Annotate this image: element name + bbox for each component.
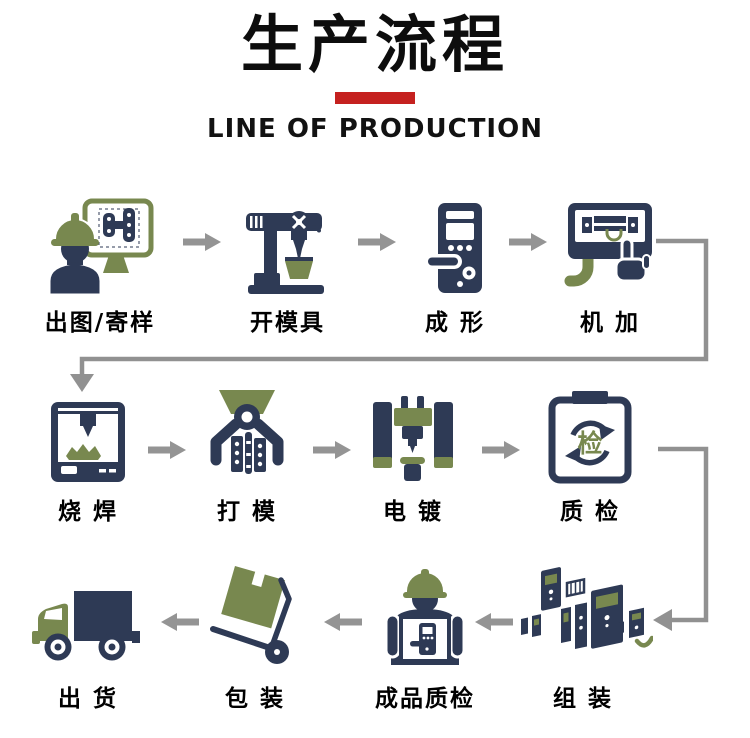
flow-arrow-right-icon xyxy=(358,232,396,252)
final-inspection-worker-icon xyxy=(377,565,473,665)
step-assembly: 组 装 xyxy=(512,565,654,713)
lock-body-icon xyxy=(426,195,484,295)
connector-row2-to-row3 xyxy=(658,446,709,623)
connector-arrowhead-left-icon xyxy=(653,609,672,631)
step-label: 成品质检 xyxy=(375,686,475,712)
flow-arrow-right-icon xyxy=(509,232,547,252)
mold-machine-icon xyxy=(244,195,332,295)
inspection-clipboard-icon: 检 xyxy=(547,391,633,484)
electroplating-tank-icon xyxy=(371,392,455,484)
step-electroplating: 电 镀 xyxy=(346,392,480,526)
step-label: 出 货 xyxy=(57,686,118,712)
step-shipping: 出 货 xyxy=(20,565,156,713)
step-drawing-sample: 出图/寄样 xyxy=(25,195,175,337)
connector-arrowhead-down-icon xyxy=(70,374,94,392)
step-label: 打 模 xyxy=(216,499,277,525)
step-label: 电 镀 xyxy=(382,499,443,525)
flow-arrow-right-icon xyxy=(313,440,351,460)
step-label: 包 装 xyxy=(224,686,285,712)
step-label: 质 检 xyxy=(559,499,620,525)
machining-panel-icon xyxy=(560,195,660,295)
step-label: 组 装 xyxy=(552,686,613,712)
step-quality-inspection: 检 质 检 xyxy=(523,391,657,526)
step-label: 开模具 xyxy=(250,310,325,336)
step-packing: 包 装 xyxy=(188,565,322,713)
step-label: 成 形 xyxy=(424,310,485,336)
title-divider xyxy=(335,92,415,104)
assembly-exploded-lock-icon xyxy=(513,565,653,665)
flow-arrow-left-icon xyxy=(161,612,199,632)
delivery-truck-icon xyxy=(32,565,144,665)
flow-arrow-right-icon xyxy=(148,440,186,460)
inspection-badge-char: 检 xyxy=(577,429,602,458)
step-label: 机 加 xyxy=(579,310,640,336)
packing-trolley-icon xyxy=(203,565,307,665)
step-finished-inspection: 成品质检 xyxy=(355,565,495,713)
step-welding: 烧 焊 xyxy=(20,392,156,526)
step-machining: 机 加 xyxy=(540,195,680,337)
engineer-monitor-icon xyxy=(43,195,157,295)
flow-arrow-right-icon xyxy=(482,440,520,460)
step-mold-opening: 开模具 xyxy=(215,195,360,337)
flow-arrow-left-icon xyxy=(324,612,362,632)
step-label: 出图/寄样 xyxy=(44,310,156,336)
welding-machine-icon xyxy=(49,392,127,484)
step-die-pressing: 打 模 xyxy=(180,390,314,526)
robot-gripper-icon xyxy=(203,390,291,484)
flow-arrow-left-icon xyxy=(475,612,513,632)
page-subtitle: LINE OF PRODUCTION xyxy=(207,114,543,144)
step-label: 烧 焊 xyxy=(57,499,118,525)
page-title: 生产流程 xyxy=(240,8,509,81)
flow-arrow-right-icon xyxy=(183,232,221,252)
step-forming: 成 形 xyxy=(385,195,525,337)
